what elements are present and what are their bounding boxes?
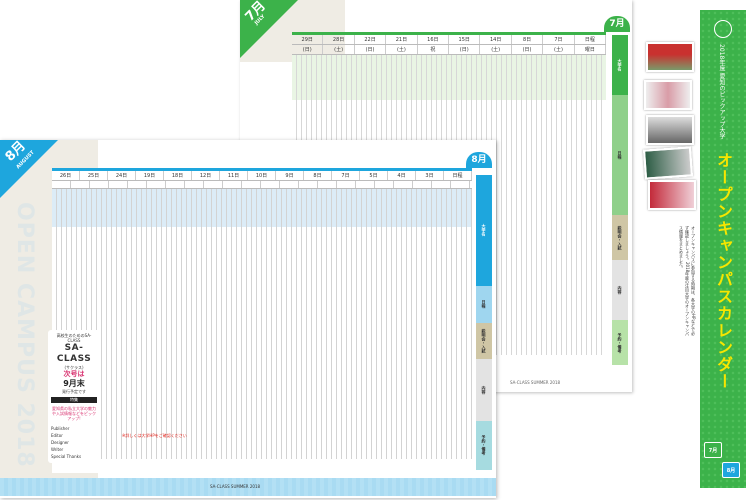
date-cell: 日程 [444,171,472,180]
credit-line: Editor [51,433,63,438]
date-cell: 11日 [220,171,248,180]
date-cell: 22日 [355,35,387,44]
august-footer: SA-CLASS SUMMER 2018 [210,484,261,489]
next-issue-month: 9月末 [63,379,85,388]
open-campus-watermark: OPEN CAMPUS 2018 [12,202,37,468]
side-label-reservation: 予約・備考 [612,320,628,365]
august-red-note: ※詳しくは大学HPをご確認ください [122,433,187,438]
day-cell: (土) [543,45,575,54]
date-cell: 3日 [416,171,444,180]
cover-subtitle: 2018年度 愛知のピックアップ大学 [718,44,725,140]
date-cell: 19日 [136,171,164,180]
date-cell: 29日 [292,35,324,44]
sa-class-reading: (サクラス) [64,365,84,370]
august-footer-wave: SA-CLASS SUMMER 2018 [0,478,496,496]
july-month-tab: 7月 [604,16,630,32]
day-cell: (土) [323,45,355,54]
side-label-university: 大学名 [476,175,492,286]
side-label-content: 内容 [476,359,492,421]
august-day-header [52,181,472,189]
july-footer: SA-CLASS SUMMER 2018 [510,380,561,385]
day-cell: (土) [480,45,512,54]
side-label-content: 内容 [612,260,628,320]
next-issue-label: 次号は [63,370,85,378]
date-cell: 日程 [575,35,607,44]
date-cell: 12日 [192,171,220,180]
side-label-reservation: 予約・備考 [476,420,492,470]
feature-bar: 特集 [51,397,97,403]
date-cell: 5日 [360,171,388,180]
day-cell: (日) [355,45,387,54]
cover-title: オープンキャンパスカレンダー [714,152,733,390]
august-month-tab: 8月 [466,152,492,168]
students-photo [644,80,692,110]
date-cell: 9日 [276,171,304,180]
side-label-briefing: 説明会・入試 [612,215,628,260]
day-cell: (日) [512,45,544,54]
date-cell: 8日 [512,35,544,44]
date-cell: 7日 [332,171,360,180]
july-day-header: (日)(土)(日)(土)祝(日)(土)(日)(土)曜日 [292,45,607,55]
sa-class-kicker: 高校生のためのSA-CLASS [56,333,92,343]
august-badge: 8月 [722,462,740,478]
date-cell: 7日 [543,35,575,44]
date-cell: 24日 [108,171,136,180]
sa-class-info-box: 高校生のためのSA-CLASS SA-CLASS (サクラス) 次号は 9月末 … [48,330,100,463]
day-cell: 曜日 [575,45,607,54]
day-cell: (日) [292,45,324,54]
date-cell: 21日 [386,35,418,44]
july-side-labels: 大学名 日程 説明会・入試 内容 予約・備考 [612,35,628,365]
side-label-university: 大学名 [612,35,628,95]
date-cell: 15日 [449,35,481,44]
date-cell: 26日 [52,171,80,180]
date-cell: 18日 [164,171,192,180]
credit-line: Writer [51,447,64,452]
date-cell: 28日 [323,35,355,44]
side-label-briefing: 説明会・入試 [476,322,492,360]
campus-photo [646,42,694,72]
side-label-schedule: 日程 [612,95,628,215]
emblem-icon [714,20,732,38]
day-cell: 祝 [418,45,450,54]
date-cell: 25日 [80,171,108,180]
date-cell: 10日 [248,171,276,180]
july-badge: 7月 [704,442,722,458]
date-cell: 4日 [388,171,416,180]
credit-line: Designer [51,440,69,445]
lecture-photo [646,115,694,145]
next-issue-release: 発行予定です [62,389,86,394]
event-photo [648,180,696,210]
date-cell: 14日 [480,35,512,44]
august-side-labels: 大学名 日程 説明会・入試 内容 予約・備考 [476,175,492,470]
credit-line: Publisher [51,426,70,431]
credit-line: Special Thanks [51,454,82,459]
side-label-schedule: 日程 [476,285,492,323]
date-cell: 8日 [304,171,332,180]
day-cell: (土) [386,45,418,54]
date-cell: 16日 [418,35,450,44]
sa-class-logo: SA-CLASS [56,343,92,364]
intro-text: オープンキャンパスに参加する時期は、各大学のHPなどで必ず確認しましょう。201… [679,226,696,337]
classroom-photo [643,146,693,180]
feature-text: 愛知県の私立大学の魅力や入試情報などをピックアップ! [52,406,96,421]
day-cell: (日) [449,45,481,54]
cover-title-band: 2018年度 愛知のピックアップ大学 オープンキャンパスカレンダー 7月 8月 [700,10,746,488]
august-table-columns [52,189,472,459]
